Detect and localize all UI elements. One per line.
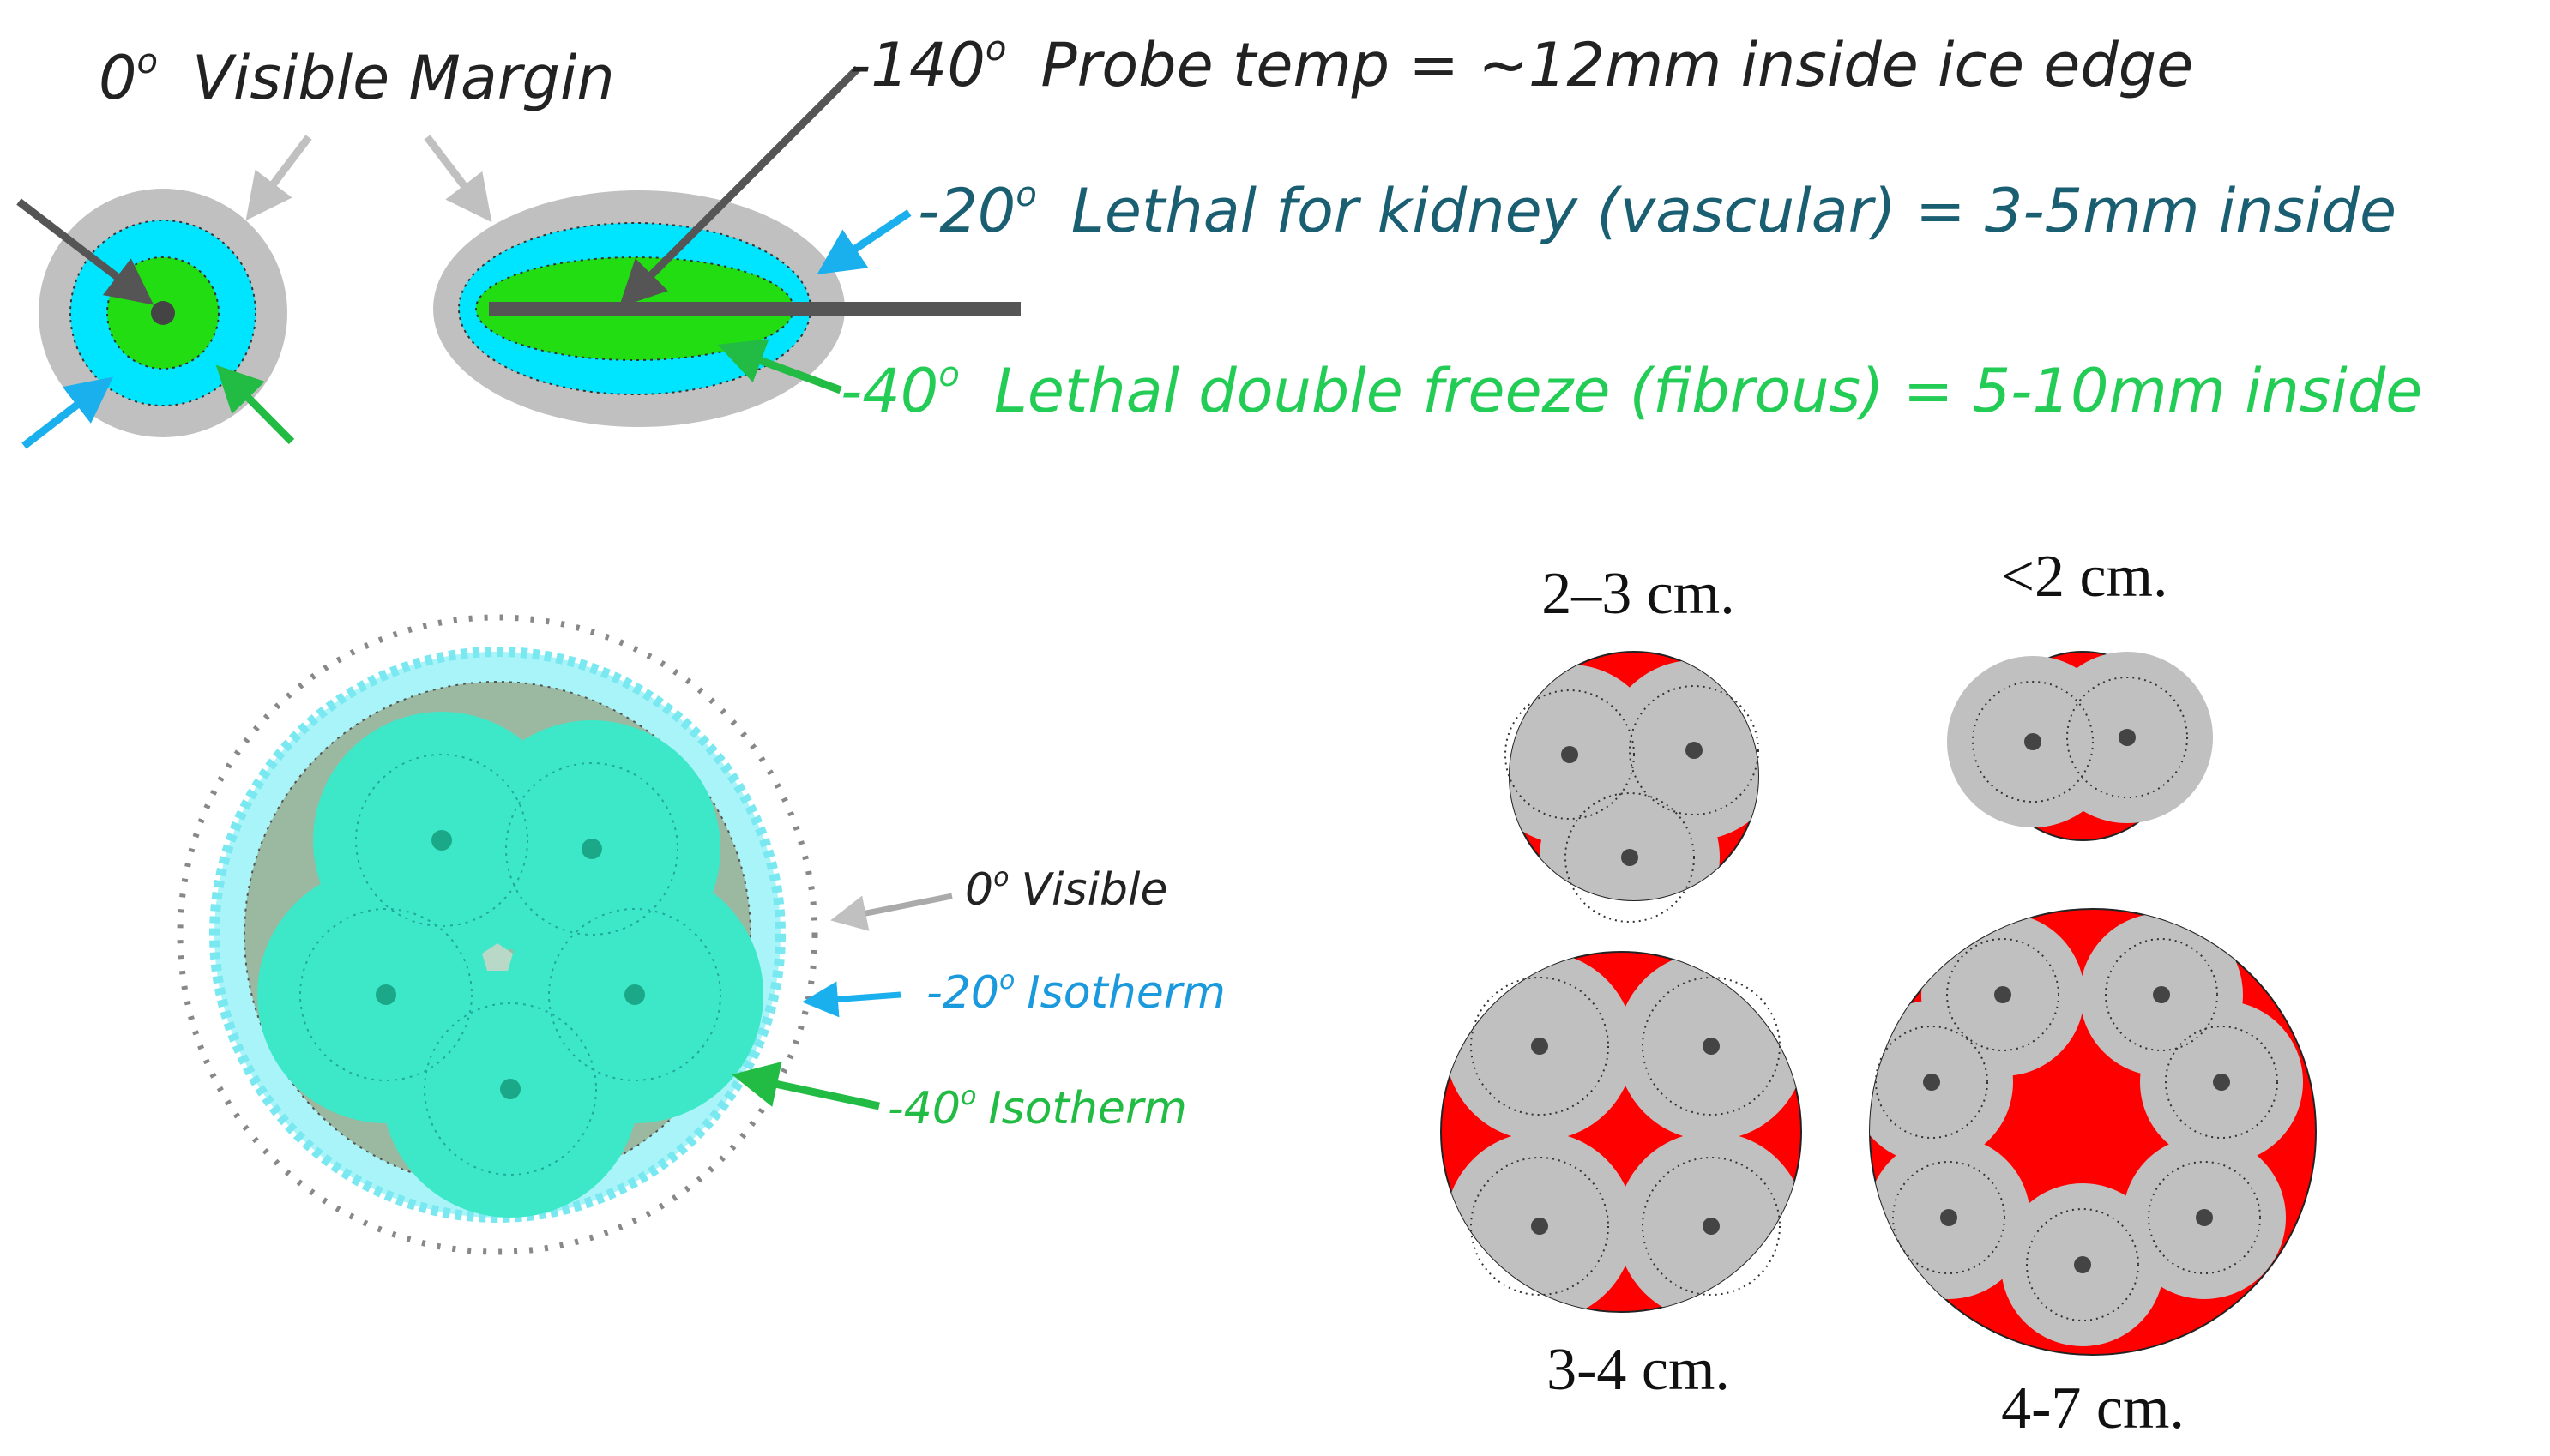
probe-dot [2153, 986, 2170, 1003]
minus40-arrow-center [717, 339, 842, 394]
ice-ball-inner [355, 754, 528, 927]
probe-dot [151, 301, 175, 325]
center-gap [482, 943, 513, 971]
tumor-size-configs: 2–3 cm. <2 cm. [1440, 544, 2317, 1441]
ice-ball-inner [1892, 1161, 2005, 1274]
probe-longitudinal [424, 65, 1021, 427]
probe-dot [1561, 746, 1578, 763]
ice-ball-inner [1504, 689, 1635, 820]
ice-ball-inner [1875, 1026, 1988, 1139]
config-2-3cm: 2–3 cm. [1504, 561, 1759, 923]
minus140-arrow [618, 65, 861, 308]
probe-dot [376, 984, 396, 1005]
size-label: <2 cm. [2001, 544, 2168, 610]
probe-dot [1621, 849, 1638, 866]
margin-arrow-center [424, 135, 492, 223]
probe-dot [2074, 1256, 2091, 1273]
ice-ball-inner [2066, 677, 2188, 798]
size-label: 2–3 cm. [1541, 561, 1735, 627]
ice-ball-inner [1642, 1157, 1781, 1296]
config-4-7cm: 4-7 cm. [1869, 908, 2317, 1441]
ice-ball-inner [1946, 938, 2059, 1051]
probe-dot [2024, 733, 2041, 750]
probe-cross-section [16, 135, 312, 449]
ice-ball-inner [1564, 792, 1695, 923]
ice-ball-inner [424, 1002, 597, 1176]
probe-dot [500, 1079, 521, 1099]
ice-ball-inner [1470, 977, 1609, 1116]
probe-dot [2213, 1074, 2230, 1091]
size-label: 4-7 cm. [2001, 1375, 2185, 1441]
probe-dot [1531, 1038, 1548, 1055]
probe-ice-balls [257, 712, 763, 1218]
probe-dot [2119, 729, 2136, 746]
ice-ball-inner [299, 908, 473, 1081]
probe-dot [1703, 1038, 1720, 1055]
ice-ball-inner [1642, 977, 1781, 1116]
ice-ball-inner [2165, 1026, 2278, 1139]
probe-dot [1940, 1209, 1957, 1226]
probe-dot [2196, 1209, 2213, 1226]
ice-ball-inner [548, 908, 721, 1081]
minus40-isotherm-arrow [732, 1062, 880, 1110]
minus40-arrow-left [215, 364, 295, 445]
probe-dot [431, 830, 452, 851]
ice-ball-inner [1972, 681, 2094, 803]
probe-dot [1531, 1218, 1548, 1235]
ice-ball-inner [505, 762, 678, 936]
minus20-arrow-left [21, 376, 114, 449]
ice-ball-inner [2105, 938, 2218, 1051]
probe-dot [1923, 1074, 1940, 1091]
zero-visible-arrow [830, 893, 953, 931]
ice-ball-inner [2148, 1161, 2261, 1274]
probe-dot [1685, 742, 1703, 759]
ice-ball-inner [2026, 1208, 2139, 1321]
config-3-4cm: 3-4 cm. [1440, 951, 1802, 1403]
ice-ball-inner [1470, 1157, 1609, 1296]
size-label: 3-4 cm. [1546, 1337, 1730, 1403]
probe-pointer-arrow [16, 198, 154, 305]
probe-dot [582, 839, 602, 859]
minus20-isotherm-arrow [802, 981, 901, 1018]
minus20-arrow-center [817, 209, 912, 275]
config-under-2cm: <2 cm. [1947, 544, 2213, 841]
ice-ball-inner [1629, 685, 1759, 815]
probe-dot [1703, 1218, 1720, 1235]
probe-dot [1994, 986, 2011, 1003]
margin-arrow-left [245, 135, 312, 221]
probe-dot [624, 984, 645, 1005]
zero-visible-boundary [177, 614, 818, 1255]
